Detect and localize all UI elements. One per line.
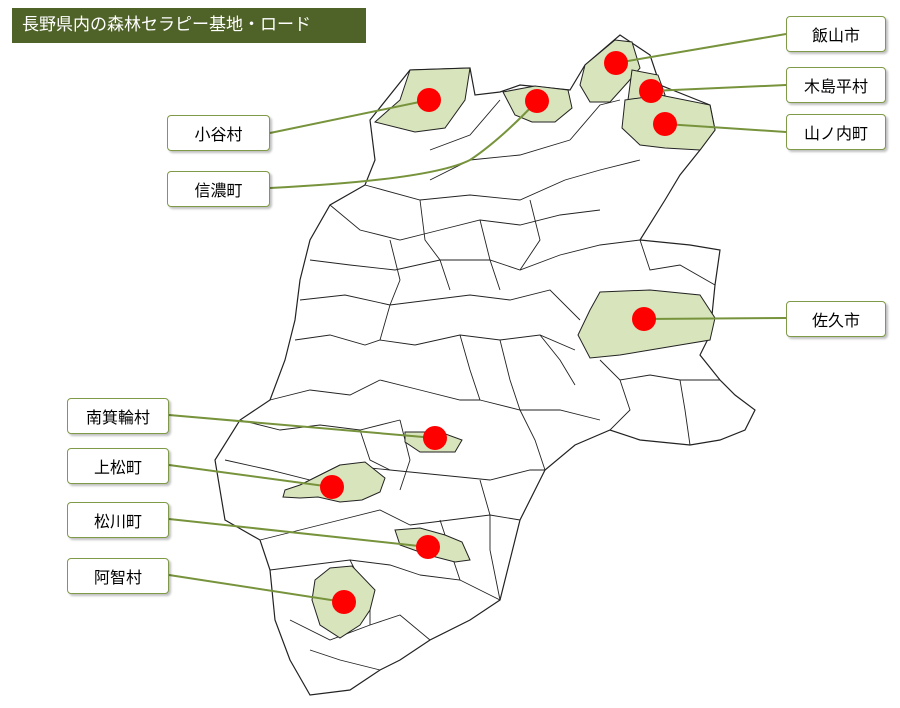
site-markers	[320, 51, 677, 614]
label-otari: 小谷村	[167, 115, 270, 151]
leader-minamiminowa	[168, 414, 436, 439]
map-title: 長野県内の森林セラピー基地・ロード	[12, 8, 366, 43]
municipal-boundaries	[224, 99, 720, 671]
leader-matsukawa	[168, 518, 429, 548]
marker-shinano	[525, 89, 549, 113]
leader-kijimadaira	[650, 84, 787, 92]
leader-yamanouchi	[664, 123, 787, 133]
leader-iiyama	[615, 33, 787, 64]
label-agematsu: 上松町	[67, 448, 169, 484]
leader-otari	[269, 99, 430, 134]
label-achi: 阿智村	[67, 558, 169, 594]
label-shinano: 信濃町	[167, 171, 270, 207]
label-iiyama: 飯山市	[786, 16, 886, 52]
leader-achi	[168, 574, 345, 603]
marker-yamanouchi	[653, 112, 677, 136]
label-saku: 佐久市	[786, 301, 886, 337]
leader-saku	[643, 317, 787, 320]
leader-lines	[168, 33, 787, 603]
marker-achi	[332, 590, 356, 614]
marker-iiyama	[604, 51, 628, 75]
marker-agematsu	[320, 475, 344, 499]
marker-minamiminowa	[423, 426, 447, 450]
marker-kijimadaira	[639, 79, 663, 103]
label-yamanouchi: 山ノ内町	[786, 114, 886, 150]
leader-shinano	[269, 100, 538, 189]
label-matsukawa: 松川町	[67, 502, 169, 538]
marker-matsukawa	[416, 535, 440, 559]
leader-agematsu	[168, 464, 333, 488]
label-kijimadaira: 木島平村	[786, 67, 886, 103]
marker-saku	[632, 307, 656, 331]
marker-otari	[417, 88, 441, 112]
label-minamiminowa: 南箕輪村	[67, 398, 169, 434]
